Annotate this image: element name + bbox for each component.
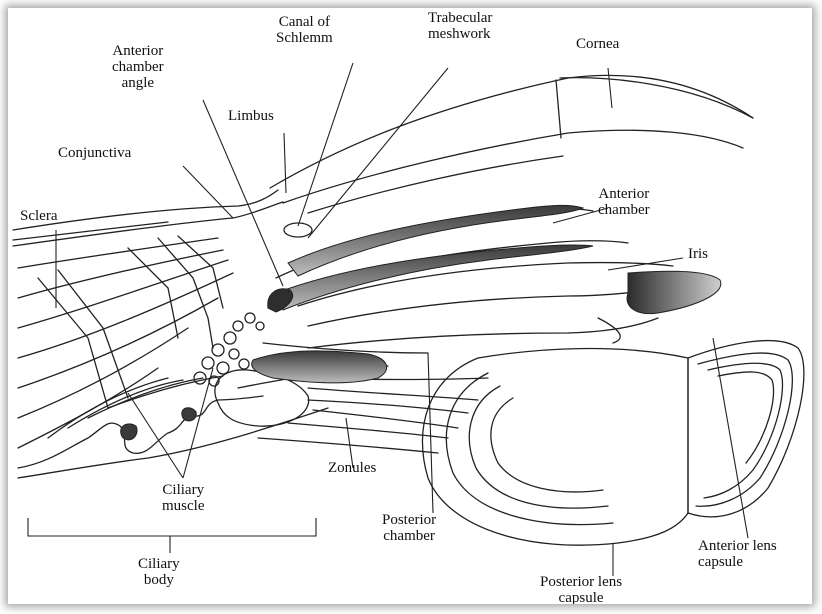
leader-anterior-lens bbox=[713, 338, 748, 538]
label-limbus: Limbus bbox=[228, 108, 274, 124]
leader-conjunctiva bbox=[183, 166, 233, 218]
cornea-inner bbox=[283, 130, 743, 203]
leader-ciliary-muscle-b bbox=[183, 368, 213, 478]
label-trabecular-meshwork: Trabecular meshwork bbox=[428, 10, 492, 42]
label-anterior-chamber-angle: Anterior chamber angle bbox=[112, 43, 164, 91]
label-posterior-chamber: Posterior chamber bbox=[382, 512, 436, 544]
leader-angle bbox=[203, 100, 283, 286]
cornea-inner-2 bbox=[308, 156, 563, 213]
label-canal-of-schlemm: Canal of Schlemm bbox=[276, 14, 333, 46]
leader-limbus bbox=[284, 133, 286, 193]
lens-cut-face bbox=[478, 349, 688, 513]
label-anterior-lens-capsule: Anterior lens capsule bbox=[698, 538, 777, 570]
label-cornea: Cornea bbox=[576, 36, 619, 52]
label-conjunctiva: Conjunctiva bbox=[58, 145, 131, 161]
label-posterior-lens-capsule: Posterior lens capsule bbox=[540, 574, 622, 604]
ciliary-body-bracket bbox=[28, 518, 316, 536]
label-zonules: Zonules bbox=[328, 460, 376, 476]
leader-iris bbox=[608, 258, 683, 270]
label-iris: Iris bbox=[688, 246, 708, 262]
leader-trabecular bbox=[308, 68, 448, 238]
diagram-frame: Canal of Schlemm Trabecular meshwork Cor… bbox=[8, 8, 812, 604]
label-sclera: Sclera bbox=[20, 208, 57, 224]
label-anterior-chamber: Anterior chamber bbox=[598, 186, 650, 218]
ciliary-body-outline bbox=[18, 396, 263, 468]
leader-posterior-chamber bbox=[428, 353, 433, 513]
label-ciliary-muscle: Ciliary muscle bbox=[162, 482, 205, 514]
cornea-outer bbox=[270, 75, 753, 188]
cornea-cut bbox=[556, 80, 561, 138]
leader-cornea bbox=[608, 68, 612, 108]
zonules bbox=[308, 388, 478, 400]
label-ciliary-body: Ciliary body bbox=[138, 556, 180, 588]
lens-back bbox=[422, 358, 688, 545]
